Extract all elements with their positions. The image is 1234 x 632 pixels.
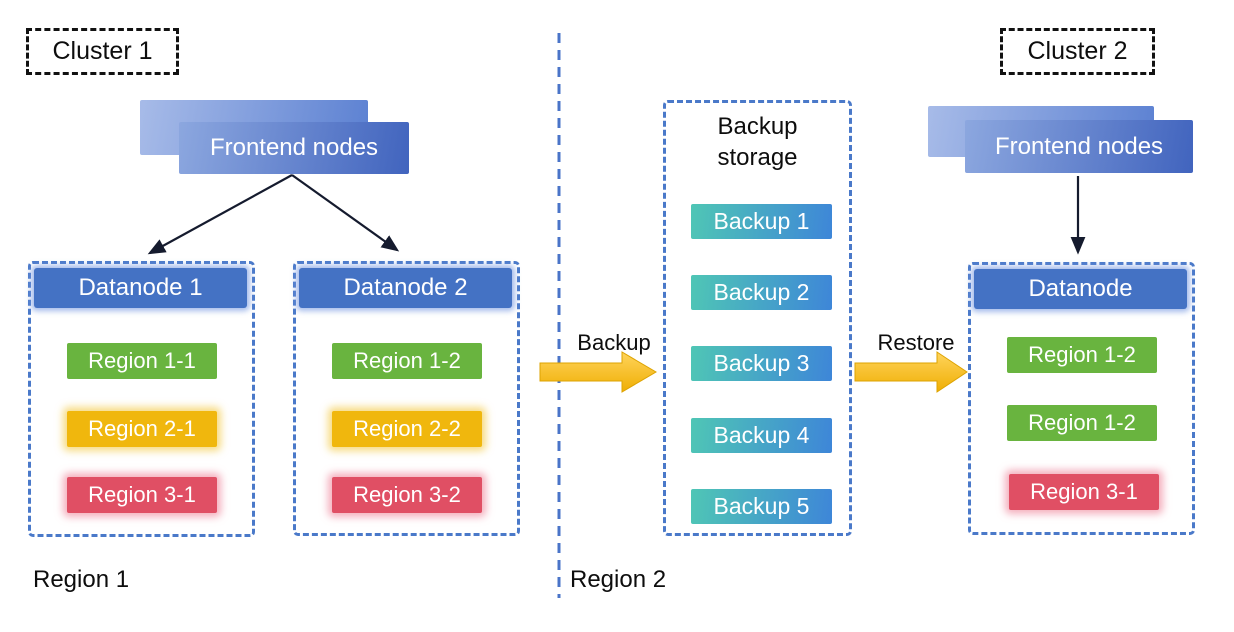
region-3-1-label: Region 3-1 bbox=[88, 482, 196, 507]
backup-5-box: Backup 5 bbox=[691, 489, 832, 524]
region-1-2-box: Region 1-2 bbox=[332, 343, 482, 379]
cluster2-badge: Cluster 2 bbox=[1000, 28, 1155, 75]
datanode2-title: Datanode 2 bbox=[343, 274, 468, 301]
restore-flow-label: Restore bbox=[877, 330, 955, 355]
region-1-1-label: Region 1-1 bbox=[88, 348, 196, 373]
arrow-frontend-to-datanode2 bbox=[291, 174, 400, 252]
backup-4-label: Backup 4 bbox=[713, 422, 810, 448]
restore-flow-arrow bbox=[854, 351, 968, 393]
cluster2-label: Cluster 2 bbox=[1027, 37, 1128, 65]
region-3-2-label: Region 3-2 bbox=[353, 482, 461, 507]
backup-2-label: Backup 2 bbox=[713, 279, 810, 305]
datanode2-container: Datanode 2 Region 1-2 Region 2-2 Region … bbox=[293, 261, 520, 536]
datanode1-header: Datanode 1 bbox=[34, 268, 247, 308]
backup-2-box: Backup 2 bbox=[691, 275, 832, 310]
restored-region-1-2-label-b: Region 1-2 bbox=[1028, 410, 1136, 435]
region-1-1-box: Region 1-1 bbox=[67, 343, 217, 379]
datanode1-container: Datanode 1 Region 1-1 Region 2-1 Region … bbox=[28, 261, 255, 537]
cluster1-badge: Cluster 1 bbox=[26, 28, 179, 75]
cluster1-label: Cluster 1 bbox=[52, 37, 153, 65]
backup-flow-arrow bbox=[539, 351, 657, 393]
restored-region-1-2-box-a: Region 1-2 bbox=[1007, 337, 1157, 373]
region-1-2-label: Region 1-2 bbox=[353, 348, 461, 373]
region1-footer-label: Region 1 bbox=[33, 566, 130, 593]
cluster2-datanode-header: Datanode bbox=[974, 269, 1187, 309]
backup-5-label: Backup 5 bbox=[713, 493, 810, 519]
cluster2-datanode-title: Datanode bbox=[1028, 275, 1133, 302]
cluster2-datanode-container: Datanode Region 1-2 Region 1-2 Region 3-… bbox=[968, 262, 1195, 535]
backup-1-label: Backup 1 bbox=[713, 208, 810, 234]
restored-region-3-1-box: Region 3-1 bbox=[1009, 474, 1159, 510]
frontend-nodes-cluster1: Frontend nodes bbox=[179, 122, 409, 174]
frontend-nodes-label-cluster1: Frontend nodes bbox=[209, 134, 379, 161]
region2-footer-label: Region 2 bbox=[570, 566, 667, 593]
frontend-nodes-cluster2: Frontend nodes bbox=[965, 120, 1193, 173]
region-2-2-box: Region 2-2 bbox=[332, 411, 482, 447]
backup-storage-container: Backup storage Backup 1 Backup 2 Backup … bbox=[663, 100, 852, 536]
backup-4-box: Backup 4 bbox=[691, 418, 832, 453]
backup-1-box: Backup 1 bbox=[691, 204, 832, 239]
region-3-2-box: Region 3-2 bbox=[332, 477, 482, 513]
datanode2-header: Datanode 2 bbox=[299, 268, 512, 308]
datanode1-title: Datanode 1 bbox=[78, 274, 203, 301]
region-3-1-box: Region 3-1 bbox=[67, 477, 217, 513]
backup-flow-label: Backup bbox=[577, 330, 651, 355]
backup-3-box: Backup 3 bbox=[691, 346, 832, 381]
region-2-1-label: Region 2-1 bbox=[88, 416, 196, 441]
backup-storage-title: Backup storage bbox=[717, 113, 798, 172]
region-2-2-label: Region 2-2 bbox=[353, 416, 461, 441]
frontend-nodes-label-cluster2: Frontend nodes bbox=[994, 132, 1164, 160]
arrow-frontend-to-datanode1 bbox=[147, 174, 293, 255]
backup-3-label: Backup 3 bbox=[713, 350, 810, 376]
restored-region-3-1-label: Region 3-1 bbox=[1030, 479, 1138, 504]
region-2-1-box: Region 2-1 bbox=[67, 411, 217, 447]
restored-region-1-2-box-b: Region 1-2 bbox=[1007, 405, 1157, 441]
restored-region-1-2-label-a: Region 1-2 bbox=[1028, 342, 1136, 367]
